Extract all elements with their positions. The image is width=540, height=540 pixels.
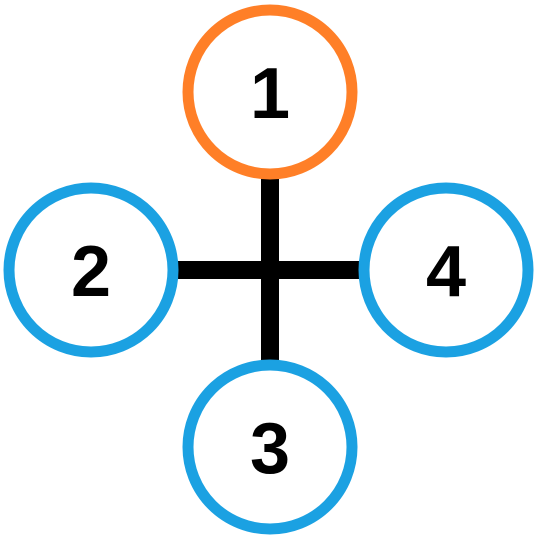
node-3-label: 3 bbox=[250, 409, 290, 489]
node-1-circle bbox=[182, 4, 358, 180]
node-3-circle bbox=[182, 359, 358, 535]
node-4-label: 4 bbox=[426, 232, 466, 312]
node-2: 2 bbox=[3, 182, 179, 358]
node-2-label: 2 bbox=[71, 232, 111, 312]
node-1: 1 bbox=[182, 4, 358, 180]
node-4-circle bbox=[358, 182, 534, 358]
node-1-label: 1 bbox=[250, 54, 290, 134]
node-2-circle bbox=[3, 182, 179, 358]
node-4: 4 bbox=[358, 182, 534, 358]
node-3: 3 bbox=[182, 359, 358, 535]
